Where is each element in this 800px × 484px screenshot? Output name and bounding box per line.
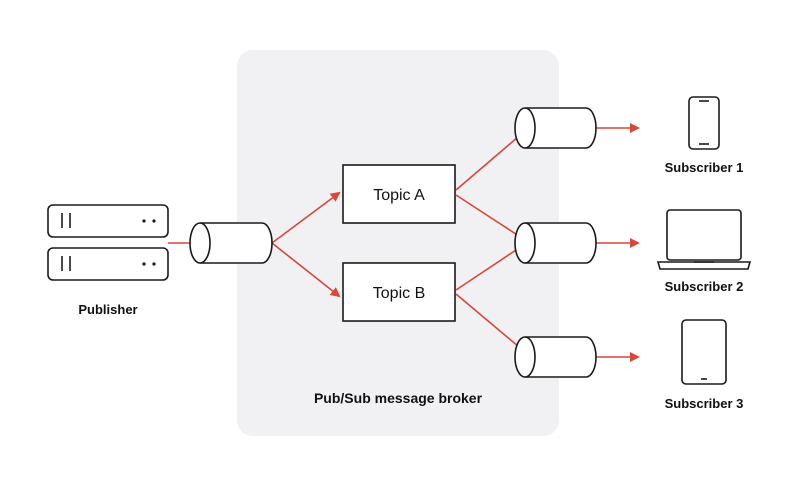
subscriber-1-label: Subscriber 1 <box>665 160 744 175</box>
subscriber-2-label: Subscriber 2 <box>665 279 744 294</box>
broker-area <box>237 50 559 436</box>
laptop-icon <box>656 209 752 270</box>
subscriber-1-queue-icon <box>514 107 597 149</box>
topic-a-label: Topic A <box>373 187 425 204</box>
arrow-topic-a-to-queue-1 <box>455 130 526 191</box>
arrow-topic-a-to-queue-2 <box>455 194 526 241</box>
publisher-queue-icon <box>189 222 273 264</box>
arrow-topic-b-to-queue-3 <box>455 293 526 353</box>
smartphone-icon <box>688 96 720 150</box>
publisher-server-icon <box>47 204 169 281</box>
arrow-topic-b-to-queue-2 <box>455 243 526 291</box>
subscriber-3-queue-icon <box>514 336 597 378</box>
topic-a-box <box>342 164 456 224</box>
subscriber-2-queue-icon <box>514 222 597 264</box>
arrow-queue-to-topic-a <box>271 191 341 244</box>
arrow-queue-to-topic-b <box>271 242 341 298</box>
broker-label: Pub/Sub message broker <box>314 390 483 406</box>
publisher-label: Publisher <box>78 302 137 317</box>
subscriber-3-label: Subscriber 3 <box>665 396 744 411</box>
tablet-icon <box>681 319 727 385</box>
topic-b-label: Topic B <box>373 285 425 302</box>
topic-b-box <box>342 262 456 322</box>
